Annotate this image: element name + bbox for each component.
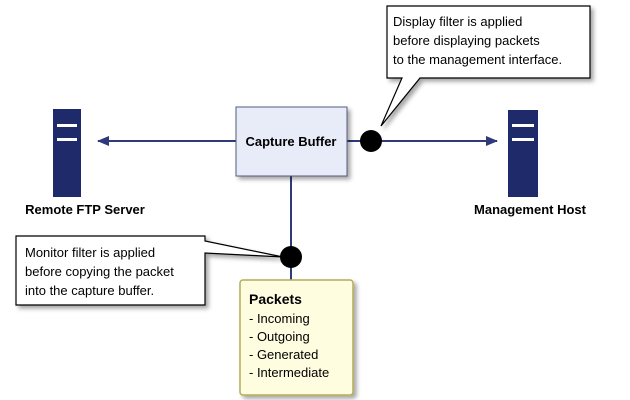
monitor-callout-line-3: into the capture buffer. (25, 283, 154, 298)
remote-server-icon (53, 109, 81, 197)
display-callout-line-2: before displaying packets (393, 33, 540, 48)
capture-buffer-label: Capture Buffer (245, 134, 336, 149)
management-host-label: Management Host (474, 202, 587, 217)
monitor-callout-line-1: Monitor filter is applied (25, 245, 155, 260)
packets-box: Packets - Incoming - Outgoing - Generate… (239, 279, 354, 396)
management-host-icon (508, 110, 538, 197)
display-callout-line-1: Display filter is applied (393, 14, 522, 29)
packets-item-generated: - Generated (249, 347, 318, 362)
packets-item-outgoing: - Outgoing (249, 329, 310, 344)
monitor-filter-dot (280, 246, 302, 268)
remote-server-label: Remote FTP Server (25, 202, 145, 217)
capture-buffer-box: Capture Buffer (235, 106, 348, 177)
monitor-filter-callout: Monitor filter is applied before copying… (15, 235, 284, 306)
display-filter-callout: Display filter is applied before display… (380, 5, 591, 127)
monitor-callout-line-2: before copying the packet (25, 264, 174, 279)
packets-item-incoming: - Incoming (249, 311, 310, 326)
packets-title: Packets (249, 291, 302, 307)
display-callout-line-3: to the management interface. (393, 52, 562, 67)
packets-item-intermediate: - Intermediate (249, 365, 329, 380)
display-filter-dot (360, 130, 382, 152)
